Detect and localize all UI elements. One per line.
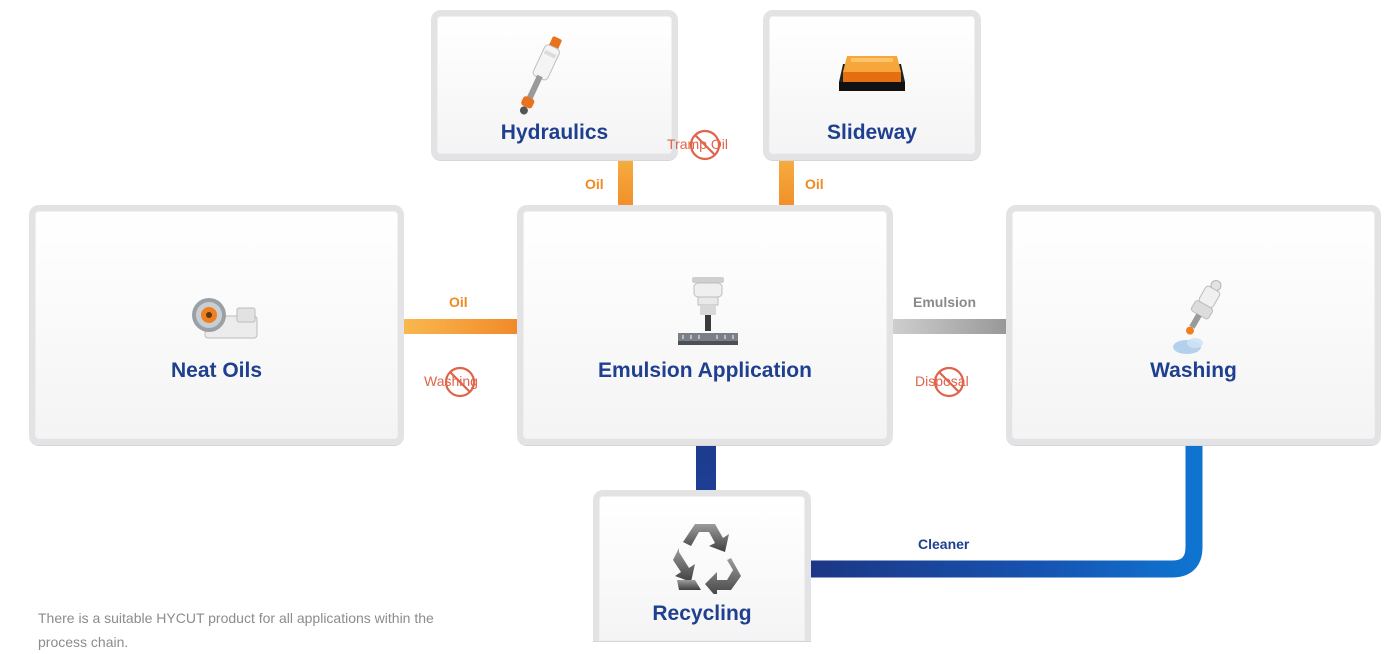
cleaner-connector (795, 411, 1203, 578)
neat-oils-title: Neat Oils (170, 359, 263, 382)
recycling-title: Recycling (652, 602, 752, 625)
node-hydraulics: Hydraulics (431, 10, 678, 160)
hydraulics-oil-label: Oil (585, 176, 604, 192)
tramp-oil-prohibited: Tramp Oil (667, 128, 747, 162)
prohibited-icon (689, 129, 721, 161)
emulsion-application-title: Emulsion Application (598, 359, 812, 382)
node-emulsion-application: Emulsion Application (517, 205, 893, 445)
disposal-label: Disposal (915, 373, 969, 389)
prohibited-icon (444, 366, 476, 398)
hydraulic-cylinder-icon (505, 30, 575, 127)
node-slideway: Slideway (763, 10, 981, 160)
hydraulics-title: Hydraulics (500, 121, 609, 144)
disposal-prohibited: Disposal (915, 365, 995, 399)
prohibited-icon (933, 366, 965, 398)
neat-oils-oil-label: Oil (449, 294, 468, 310)
emulsion-label: Emulsion (913, 294, 977, 310)
slideway-block-icon (837, 50, 907, 101)
footnote-text: There is a suitable HYCUT product for al… (38, 610, 434, 650)
node-washing: Washing (1006, 205, 1381, 445)
recycle-icon (665, 518, 745, 599)
slideway-oil-label: Oil (805, 176, 824, 192)
washing-prohibited: Washing (424, 365, 504, 399)
tramp-oil-label: Tramp Oil (667, 136, 728, 152)
node-recycling: Recycling (593, 490, 811, 641)
node-neat-oils: Neat Oils (29, 205, 404, 445)
cleaner-label: Cleaner (918, 536, 970, 552)
machine-spindle-icon (672, 275, 744, 358)
slideway-title: Slideway (827, 121, 917, 144)
spray-nozzle-icon (1167, 273, 1231, 362)
washing-title: Washing (1150, 359, 1237, 382)
gear-pump-icon (187, 294, 261, 349)
